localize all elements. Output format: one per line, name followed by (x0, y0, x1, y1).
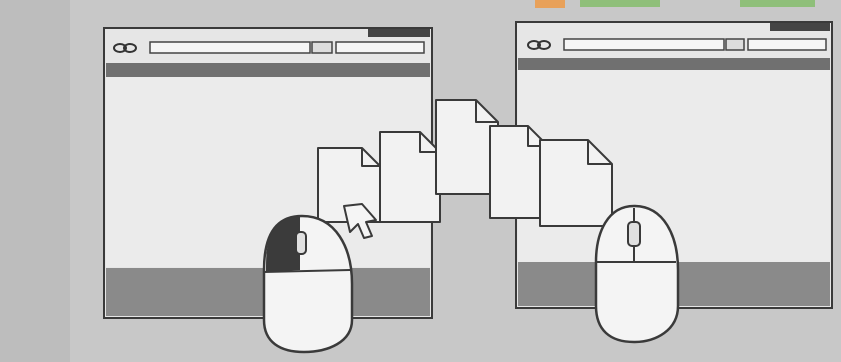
target-search-field (748, 39, 826, 50)
source-address-bar (150, 42, 310, 53)
source-window-toolbar (114, 42, 424, 53)
document-icon (380, 132, 440, 222)
target-go-button (726, 39, 744, 50)
source-go-button (312, 42, 332, 53)
target-window-header-bar (518, 58, 830, 70)
accent-green-mark-2 (740, 0, 815, 7)
document-icon (540, 140, 612, 226)
source-search-field (336, 42, 424, 53)
target-address-bar (564, 39, 724, 50)
accent-orange-mark (535, 0, 565, 8)
target-window-toolbar (528, 39, 826, 50)
source-window-control-bar (368, 29, 430, 37)
target-window-control-bar (770, 23, 830, 31)
left-shadow-strip (0, 0, 70, 362)
right-mouse-scroll-wheel (628, 222, 640, 246)
left-mouse (264, 216, 352, 352)
accent-green-mark-1 (580, 0, 660, 7)
right-mouse (596, 206, 678, 342)
left-mouse-scroll-wheel (296, 232, 306, 254)
source-window-header-bar (106, 63, 430, 77)
document-icon (436, 100, 498, 194)
